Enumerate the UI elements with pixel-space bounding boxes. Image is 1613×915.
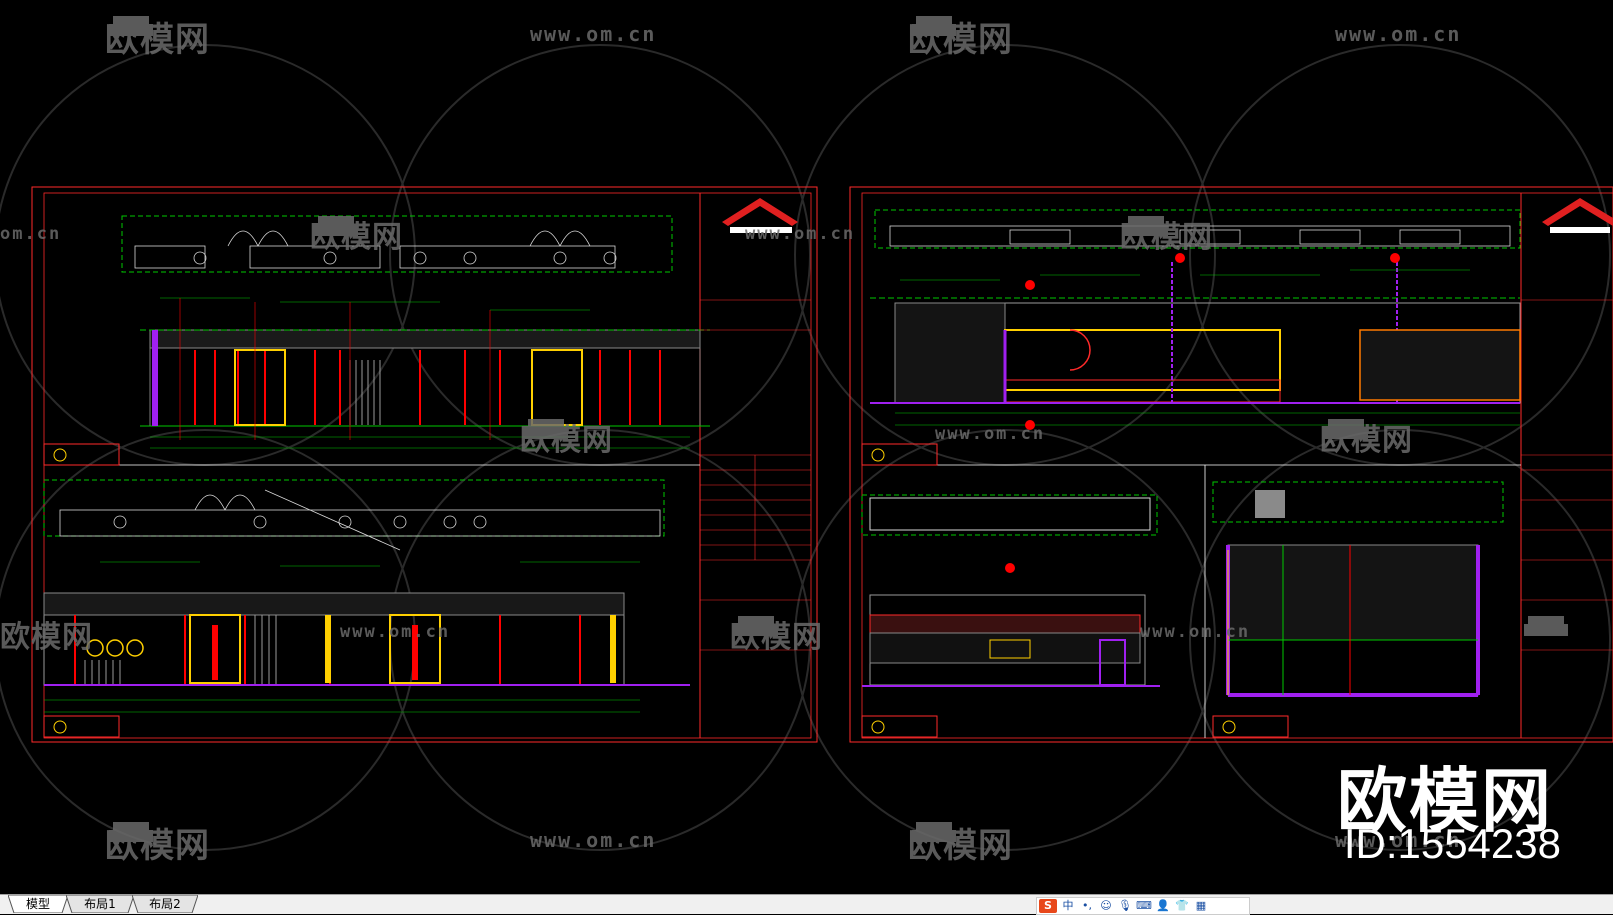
watermark-url: www.om.cn [1335,22,1462,46]
overlay-id: ID:1554238 [1343,820,1561,867]
sofa-icon [912,16,956,42]
watermark-url: www.om.cn [745,224,856,244]
tab-model[interactable]: 模型 [8,895,68,913]
watermark-brand: 欧模网 [105,818,210,867]
watermark-brand: 欧模网 [105,12,210,61]
sofa-icon [912,822,956,848]
watermark-url: www.om.cn [935,424,1046,444]
sofa-icon [109,822,153,848]
tab-layout-1[interactable]: 布局1 [66,895,134,913]
sofa-icon [1324,419,1368,445]
user-icon[interactable]: 👤 [1156,899,1170,912]
sheet-left [31,186,818,743]
emoji-icon[interactable]: ☺ [1100,899,1112,912]
sofa-icon [1524,616,1568,642]
sheet-right [849,186,1613,743]
watermark-brand: 欧模网 [310,212,403,256]
keyboard-icon[interactable]: ⌨ [1136,899,1152,912]
watermark-url: om.cn [0,224,62,244]
tab-shape [8,895,68,913]
sofa-icon [524,419,568,445]
microphone-icon[interactable]: 🎙 [1118,899,1132,912]
watermark-brand: 欧模网 [730,612,823,656]
tab-layout-2[interactable]: 布局2 [132,895,198,913]
watermark-url: www.om.cn [1140,622,1251,642]
tab-shape [66,895,134,913]
watermark-brand: 欧模网 [1320,415,1413,459]
layout-tab-bar: 模型 布局1 布局2 [0,894,1613,914]
watermark-url: www.om.cn [340,622,451,642]
watermark-brand: 欧模网 [908,12,1013,61]
watermark-brand: 欧模网 [1120,212,1213,256]
sofa-icon [1124,216,1168,242]
watermark-url: www.om.cn [530,22,657,46]
cad-drawing-canvas[interactable]: 欧模网 www.om.cn 欧模网 www.om.cn om.cn 欧模网 ww… [0,0,1613,894]
watermark-brand: 欧模网 [520,415,613,459]
ime-toolbar[interactable]: S 中 •, ☺ 🎙 ⌨ 👤 👕 ▦ [1036,897,1250,915]
punctuation-icon[interactable]: •, [1082,899,1092,912]
shirt-icon[interactable]: 👕 [1175,899,1189,912]
watermark-url: www.om.cn [1335,828,1462,852]
sofa-icon [734,616,778,642]
cad-drawing [0,44,1613,851]
ime-language-toggle[interactable]: 中 [1062,899,1074,912]
toolbox-icon[interactable]: ▦ [1195,899,1207,912]
watermark-brand: 欧模网 [0,620,93,655]
watermark-url: www.om.cn [530,828,657,852]
watermark-brand: 欧模网 [908,818,1013,867]
sofa-icon [109,16,153,42]
sofa-icon [314,216,358,242]
ime-logo-icon[interactable]: S [1039,899,1057,913]
tab-shape [132,895,198,913]
overlay-brand: 欧模网 [1337,760,1553,842]
